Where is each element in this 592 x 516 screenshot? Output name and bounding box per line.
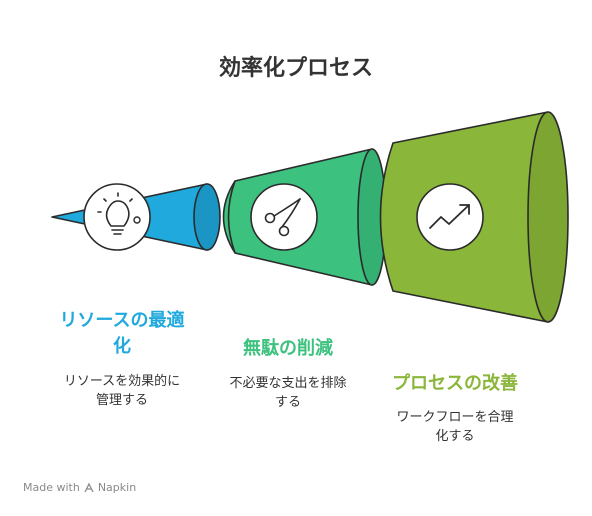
made-with-branding[interactable]: Made with Napkin <box>23 481 136 494</box>
lightbulb-icon <box>83 183 151 251</box>
stage-3-desc-line1: ワークフローを合理 <box>396 410 514 425</box>
stage-1-description: リソースを効果的に 管理する <box>42 372 202 410</box>
stage-2-description: 不必要な支出を排除 する <box>208 374 368 412</box>
napkin-brand-label: Napkin <box>97 481 137 494</box>
stage-3-heading: プロセスの改善 <box>375 371 535 397</box>
stage-1-heading-line2: 化 <box>113 336 131 357</box>
stage-1-heading: リソースの最適 化 <box>42 308 202 360</box>
made-with-label: Made with <box>23 481 80 494</box>
stage-1-desc-line2: 管理する <box>95 393 148 408</box>
stage-2-heading-line1: 無駄の削減 <box>243 338 333 359</box>
diagram-title: 効率化プロセス <box>218 56 373 81</box>
stage-1-heading-line1: リソースの最適 <box>59 310 185 331</box>
napkin-logo-icon <box>84 482 94 492</box>
stage-2-heading: 無駄の削減 <box>208 336 368 362</box>
trend-up-icon <box>416 183 484 251</box>
stage-2-desc-line1: 不必要な支出を排除 <box>229 376 347 391</box>
scissors-icon <box>250 183 318 251</box>
stage-3-description: ワークフローを合理 化する <box>375 408 535 446</box>
stage-1-desc-line1: リソースを効果的に <box>63 374 181 389</box>
stage-3-heading-line1: プロセスの改善 <box>392 373 518 394</box>
stage-3-desc-line2: 化する <box>435 429 475 444</box>
stage-2-desc-line2: する <box>274 395 301 410</box>
